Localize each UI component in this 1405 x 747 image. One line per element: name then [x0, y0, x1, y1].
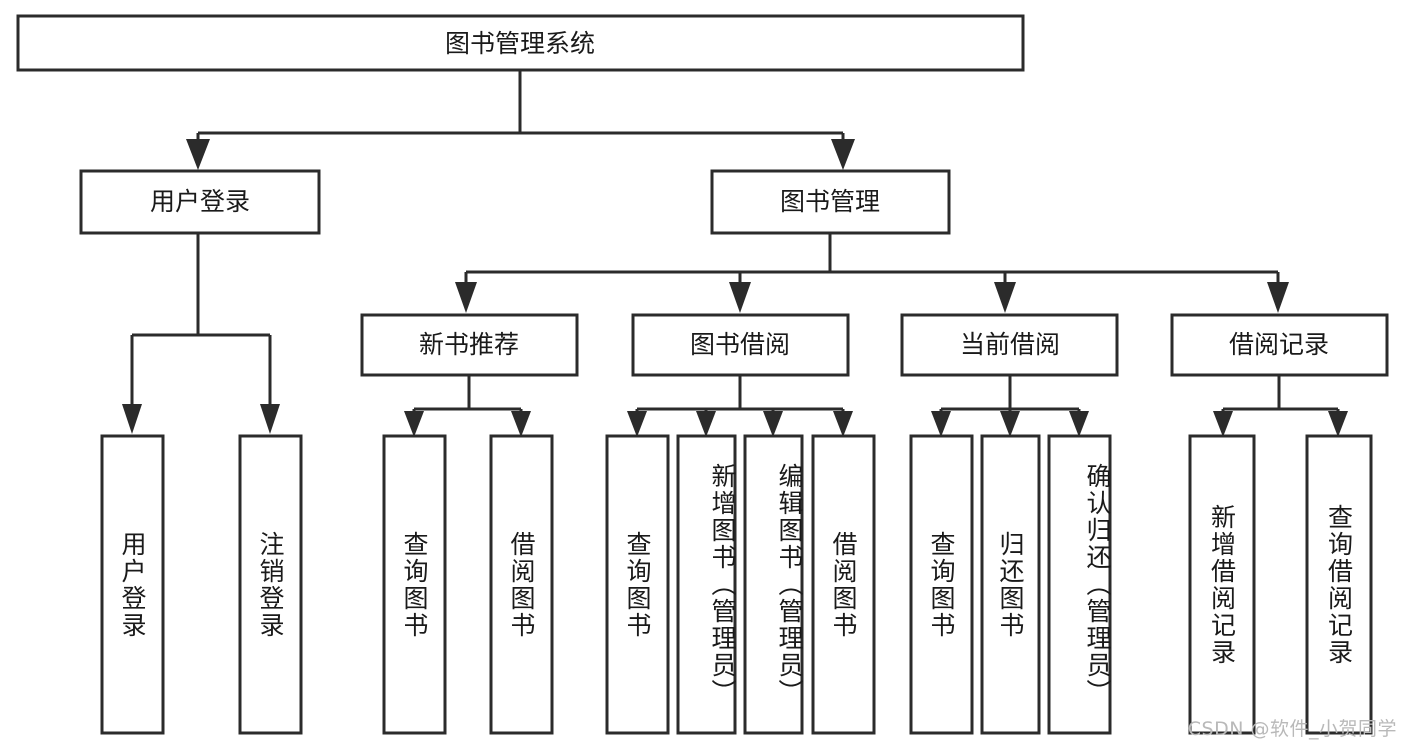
leaf-bookborrow-query[interactable] [605, 434, 670, 735]
leaf-currentborrow-return[interactable] [980, 434, 1041, 735]
leaf-bookborrow-borrow[interactable] [811, 434, 876, 735]
arrowhead-currentborrow-leaf-3 [1069, 411, 1089, 437]
leaf-bookborrow-add[interactable] [676, 434, 737, 735]
arrowhead-bookborrow-leaf-4 [833, 411, 853, 437]
arrowhead-leaf-user-login [122, 404, 142, 434]
arrowhead-book-manage [831, 139, 855, 170]
node-current-borrow[interactable]: 当前借阅 [900, 313, 1119, 377]
arrowhead-leaf-logout [260, 404, 280, 434]
arrowhead-borrowrecord-leaf-1 [1213, 411, 1233, 437]
node-root-label: 图书管理系统 [445, 29, 595, 58]
arrowhead-borrowrecord-leaf-2 [1328, 411, 1348, 437]
arrowhead-bookborrow-leaf-2 [696, 411, 716, 437]
leaf-newbook-borrow[interactable] [489, 434, 554, 735]
leaf-bookborrow-edit[interactable] [743, 434, 804, 735]
leaf-currentborrow-query[interactable] [909, 434, 974, 735]
arrowhead-new-book-recommend [455, 282, 477, 313]
node-new-book-recommend-label: 新书推荐 [419, 330, 519, 359]
node-new-book-recommend[interactable]: 新书推荐 [360, 313, 579, 377]
node-book-manage[interactable]: 图书管理 [710, 169, 951, 235]
arrowhead-currentborrow-leaf-1 [931, 411, 951, 437]
arrowhead-bookborrow-leaf-1 [627, 411, 647, 437]
leaf-currentborrow-confirm[interactable] [1047, 434, 1112, 735]
arrowhead-user-login [186, 139, 210, 170]
node-borrow-record[interactable]: 借阅记录 [1170, 313, 1389, 377]
arrowhead-newbook-leaf-1 [404, 411, 424, 437]
leaf-user-login-login[interactable] [100, 434, 165, 735]
node-user-login[interactable]: 用户登录 [79, 169, 321, 235]
arrowhead-current-borrow [994, 282, 1016, 313]
nodes-layer: 图书管理系统 用户登录 图书管理 新书推荐 图书借阅 [16, 14, 1389, 735]
node-current-borrow-label: 当前借阅 [960, 330, 1060, 359]
arrowhead-borrow-record [1267, 282, 1289, 313]
leaf-borrowrecord-add[interactable] [1188, 434, 1256, 735]
arrowhead-currentborrow-leaf-2 [1000, 411, 1020, 437]
leaf-user-login-logout[interactable] [238, 434, 303, 735]
leaf-newbook-query[interactable] [382, 434, 447, 735]
node-borrow-record-label: 借阅记录 [1229, 330, 1329, 359]
node-book-borrow[interactable]: 图书借阅 [631, 313, 850, 377]
arrowhead-book-borrow [729, 282, 751, 313]
csdn-watermark: CSDN @软件_小贺同学 [1187, 718, 1397, 740]
arrowhead-bookborrow-leaf-3 [763, 411, 783, 437]
arrowhead-newbook-leaf-2 [511, 411, 531, 437]
node-book-manage-label: 图书管理 [780, 187, 880, 216]
node-user-login-label: 用户登录 [150, 187, 250, 216]
edges-layer [122, 70, 1348, 437]
leaf-borrowrecord-query[interactable] [1305, 434, 1373, 735]
node-book-borrow-label: 图书借阅 [690, 330, 790, 359]
node-root[interactable]: 图书管理系统 [16, 14, 1025, 72]
